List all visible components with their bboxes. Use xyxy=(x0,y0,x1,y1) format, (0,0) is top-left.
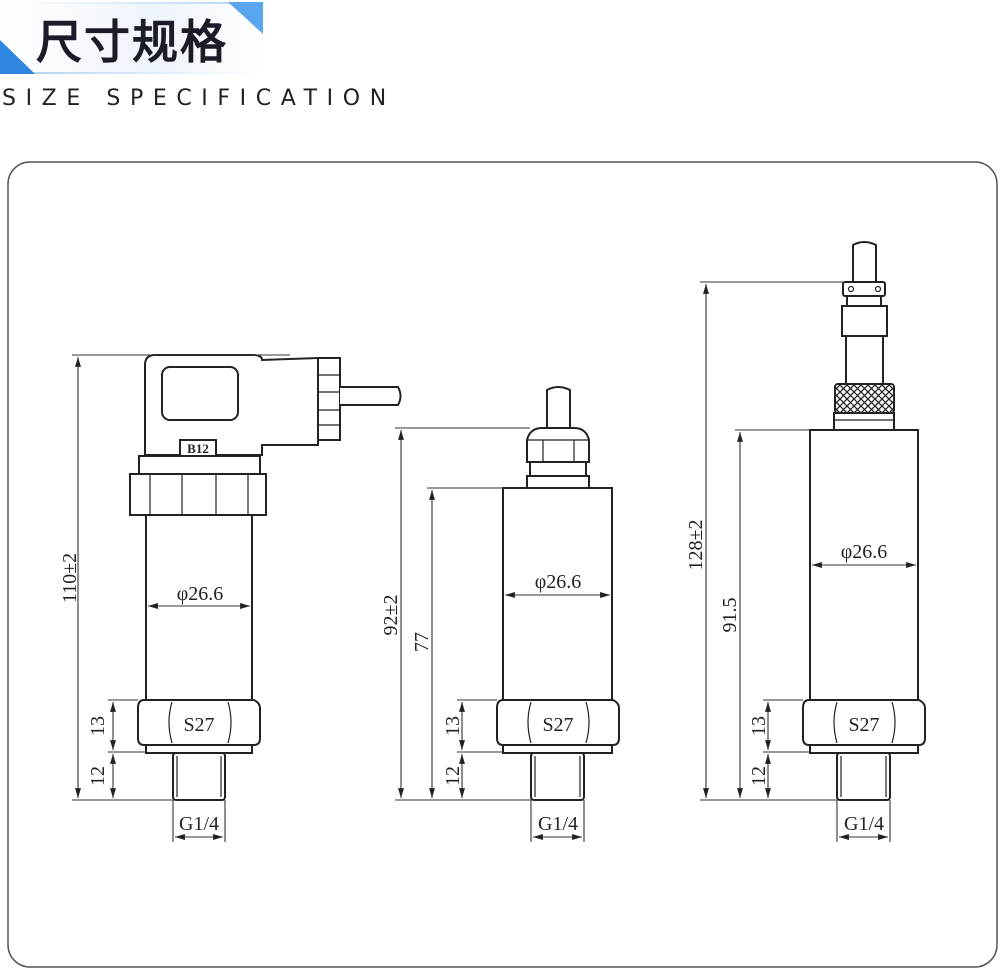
overall-height-label: 92±2 xyxy=(380,595,402,636)
hex-height-label: 13 xyxy=(748,716,770,736)
body-height-label: 91.5 xyxy=(719,598,741,633)
hex-label: S27 xyxy=(183,714,214,736)
body xyxy=(502,487,613,701)
drawing-aviation-plug: S27 128±2 91.5 13 12 φ26.6 G1/4 xyxy=(685,241,926,842)
body-height-label: 77 xyxy=(411,632,433,652)
page-subtitle: SIZE SPECIFICATION xyxy=(2,86,396,111)
thread-height-label: 12 xyxy=(442,766,464,786)
thread-label: G1/4 xyxy=(538,813,578,835)
drawing-frame xyxy=(7,161,998,968)
diameter-label: φ26.6 xyxy=(841,541,888,563)
thread-height-label: 12 xyxy=(87,766,109,786)
gland-base xyxy=(526,475,590,489)
thread xyxy=(172,752,226,801)
plug-sleeve xyxy=(841,305,888,337)
corner-accent xyxy=(0,40,35,74)
lock-ring xyxy=(129,473,267,516)
cable xyxy=(852,241,877,282)
drawing-cable-gland: S27 92±2 77 13 12 φ26.6 G1/4 xyxy=(380,386,620,842)
gland-cap xyxy=(526,427,590,463)
thread-label: G1/4 xyxy=(844,813,884,835)
collar xyxy=(138,455,261,475)
cable-nut xyxy=(317,357,341,441)
plug-base xyxy=(833,412,895,431)
header-divider xyxy=(30,72,260,74)
drawing-din-connector: B12 S27 110±2 13 12 φ26.6 G1/4 xyxy=(59,354,402,842)
washer xyxy=(145,744,253,754)
body xyxy=(145,514,253,701)
cable xyxy=(546,386,571,430)
knurled-nut xyxy=(834,383,895,414)
washer xyxy=(809,744,919,754)
gland-neck xyxy=(529,461,587,477)
thread xyxy=(530,752,585,801)
plug-neck xyxy=(846,295,882,307)
thread-label: G1/4 xyxy=(179,813,219,835)
overall-height-label: 110±2 xyxy=(59,553,81,603)
diameter-label: φ26.6 xyxy=(177,583,224,605)
hex-label: S27 xyxy=(848,714,879,736)
washer xyxy=(502,744,613,754)
page-title: 尺寸规格 xyxy=(36,15,228,69)
header-banner xyxy=(0,2,262,74)
header-divider xyxy=(10,2,260,4)
plug-shell xyxy=(845,335,884,385)
thread xyxy=(836,752,891,801)
corner-accent xyxy=(228,2,263,34)
thread-height-label: 12 xyxy=(748,766,770,786)
hex-label: S27 xyxy=(542,714,573,736)
overall-height-label: 128±2 xyxy=(685,520,707,571)
connector-window xyxy=(161,366,239,421)
connector-label: B12 xyxy=(187,441,209,456)
hex-height-label: 13 xyxy=(442,716,464,736)
cable-clamp xyxy=(842,281,886,297)
hex-height-label: 13 xyxy=(87,716,109,736)
diameter-label: φ26.6 xyxy=(535,571,582,593)
cable xyxy=(340,386,402,406)
